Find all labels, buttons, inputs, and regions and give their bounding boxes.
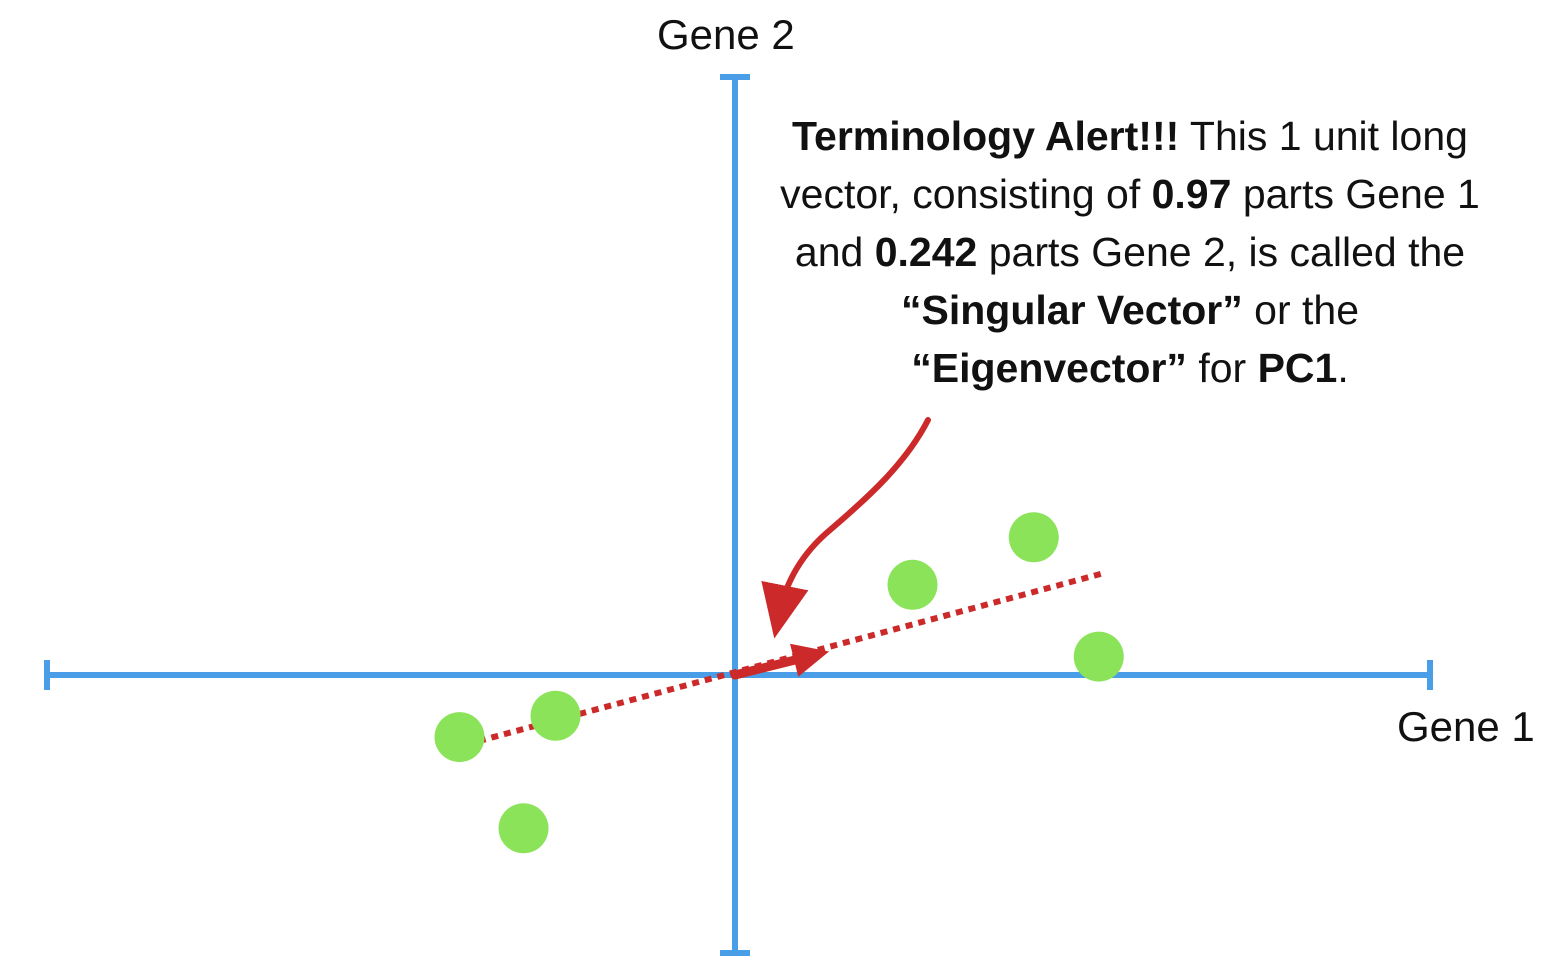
- singular-vector-arrowhead: [790, 643, 830, 677]
- data-point: [1073, 631, 1124, 682]
- data-points: [434, 512, 1124, 854]
- callout-text: .: [1337, 345, 1349, 391]
- callout-text: parts Gene 1 and: [794, 171, 1480, 275]
- callout-emphasis: 0.97: [1151, 171, 1232, 217]
- best-fit-dotted-line: [452, 570, 1105, 751]
- data-point: [530, 690, 581, 741]
- data-point: [498, 803, 549, 854]
- callout-text: or the: [1242, 287, 1359, 333]
- y-axis-label: Gene 2: [657, 11, 795, 58]
- data-point: [434, 712, 485, 763]
- singular-vector-shaft: [730, 654, 803, 680]
- terminology-callout: Terminology Alert!!! This 1 unit long ve…: [770, 107, 1490, 397]
- singular-vector-group: [730, 643, 830, 680]
- best-fit-line-group: [452, 570, 1105, 751]
- callout-emphasis: 0.242: [874, 229, 978, 275]
- callout-emphasis: Terminology Alert!!!: [792, 113, 1180, 159]
- callout-emphasis: “Eigenvector”: [911, 345, 1187, 391]
- callout-emphasis: “Singular Vector”: [901, 287, 1243, 333]
- x-axis-label: Gene 1: [1397, 703, 1535, 750]
- data-point: [887, 559, 938, 610]
- callout-pointer-arrow: [761, 417, 931, 639]
- data-point: [1008, 512, 1059, 563]
- callout-emphasis: PC1: [1257, 345, 1338, 391]
- callout-text: This 1 unit long vector, consisting of: [780, 113, 1468, 217]
- callout-text: parts Gene 2, is called the: [977, 229, 1466, 275]
- callout-text: for: [1186, 345, 1258, 391]
